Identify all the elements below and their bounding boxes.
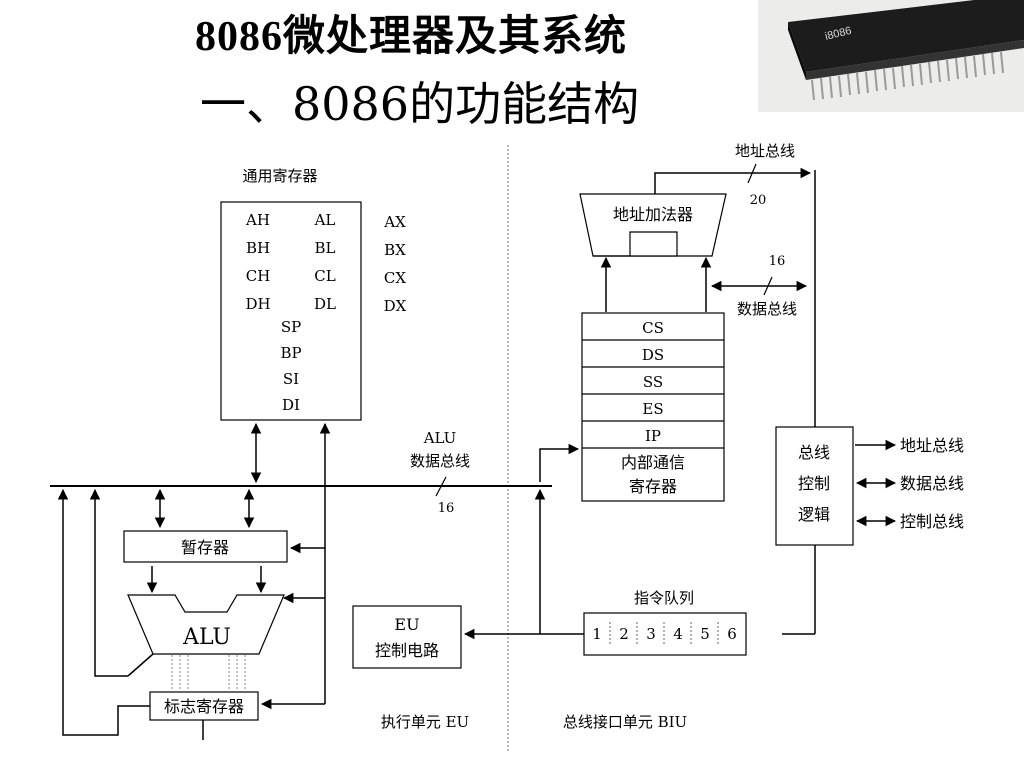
instruction-queue-label: 指令队列 xyxy=(634,589,694,607)
chip-photo: i8086 xyxy=(758,0,1024,112)
data-bus-right-label: 数据总线 xyxy=(737,300,797,318)
ext-data-bus-label: 数据总线 xyxy=(900,474,964,493)
alu-shape xyxy=(127,594,285,655)
adder-address-bus-arrow xyxy=(654,167,812,194)
register-si: SI xyxy=(283,370,299,388)
slide-title-line1: 8086微处理器及其系统 xyxy=(195,2,627,63)
flags-feedback-loop xyxy=(57,488,150,736)
bus-seg-arrow xyxy=(539,443,580,482)
register-ah: AH xyxy=(245,211,270,229)
queue-cell-3: 3 xyxy=(646,625,656,643)
title-8086: 8086 xyxy=(195,14,283,60)
bus-control-line-2: 逻辑 xyxy=(798,505,830,524)
ext-address-bus-label: 地址总线 xyxy=(900,436,964,455)
data-width-tick xyxy=(763,276,773,296)
segment-register-rows: CS DS SS ES IP xyxy=(582,319,724,449)
register-ch: CH xyxy=(246,267,271,285)
exec-unit-label: 执行单元 EU xyxy=(381,713,469,731)
temp-register-label: 暂存器 xyxy=(181,538,229,557)
bus-control-box xyxy=(775,426,854,546)
alu-feedback-link xyxy=(127,653,154,677)
slide-title-line2: 一、8086的功能结构 xyxy=(200,77,640,131)
title-rest: 微处理器及其系统 xyxy=(283,11,628,60)
bus-width-16-mid: 16 xyxy=(438,501,455,516)
data-width-16-top: 16 xyxy=(769,254,786,269)
temp-register-box xyxy=(123,530,288,563)
register-cl: CL xyxy=(314,267,335,285)
segment-registers-box xyxy=(581,312,725,502)
general-registers-label: 通用寄存器 xyxy=(242,167,317,185)
seg-register-cs: CS xyxy=(642,319,664,337)
alu-bus-label-1: ALU xyxy=(423,429,457,447)
register-cx: CX xyxy=(384,269,406,287)
flags-register-label: 标志寄存器 xyxy=(164,697,244,716)
queue-cell-5: 5 xyxy=(700,625,710,643)
queue-cell-1: 1 xyxy=(592,625,602,643)
register-al: AL xyxy=(314,211,336,229)
register-bh: BH xyxy=(246,239,270,257)
bus-unit-label: 总线接口单元 BIU xyxy=(563,713,687,731)
internal-reg-label-1: 内部通信 xyxy=(621,453,685,472)
instruction-queue-box xyxy=(583,612,747,656)
ext-control-bus-label: 控制总线 xyxy=(900,512,964,531)
alu-label: ALU xyxy=(182,625,231,650)
addr-width-tick xyxy=(747,163,757,184)
register-ax: AX xyxy=(383,213,406,231)
bus-control-line-0: 总线 xyxy=(798,443,830,462)
alu-flag-lines xyxy=(171,655,246,690)
register-dx: DX xyxy=(384,297,407,315)
eu-control-box xyxy=(352,605,462,669)
seg-register-ip: IP xyxy=(645,427,661,445)
eu-control-label-2: 控制电路 xyxy=(375,641,439,660)
address-adder-label: 地址加法器 xyxy=(613,205,693,224)
bus-control-line-1: 控制 xyxy=(798,474,830,493)
bus-width-tick xyxy=(435,476,447,497)
eu-control-label-1: EU xyxy=(394,615,419,634)
address-bus-top-label: 地址总线 xyxy=(735,142,795,160)
queue-cell-6: 6 xyxy=(727,625,737,643)
address-adder-shape xyxy=(579,193,727,257)
register-di: DI xyxy=(282,396,300,414)
register-bx: BX xyxy=(384,241,406,259)
general-registers-box xyxy=(220,201,362,421)
chip-photo-graphic: i8086 xyxy=(788,0,1024,101)
register-rows: AH AL AX BH BL BX CH CL CX DH DL DX SP BP SI DI xyxy=(245,211,407,414)
internal-reg-label-2: 寄存器 xyxy=(629,477,677,496)
alu-feedback-loop xyxy=(89,488,128,677)
register-bl: BL xyxy=(315,239,336,257)
queue-cell-2: 2 xyxy=(619,625,629,643)
address-adder-notch xyxy=(593,231,678,257)
alu-bus-label-2: 数据总线 xyxy=(410,452,470,470)
queue-cell-4: 4 xyxy=(673,625,683,643)
addr-width-20: 20 xyxy=(750,193,767,208)
seg-register-ss: SS xyxy=(643,373,663,391)
seg-register-es: ES xyxy=(642,400,663,418)
register-sp: SP xyxy=(281,318,301,336)
register-bp: BP xyxy=(280,344,301,362)
register-dh: DH xyxy=(245,295,270,313)
seg-register-ds: DS xyxy=(642,346,664,364)
register-dl: DL xyxy=(314,295,336,313)
